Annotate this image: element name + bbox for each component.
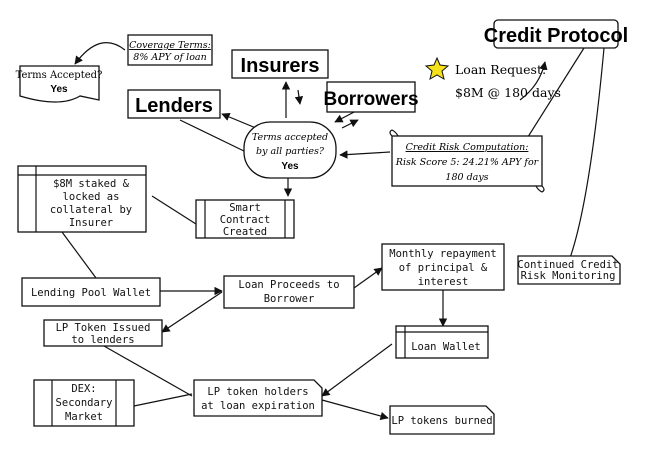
loan-wallet-node: Loan Wallet xyxy=(395,325,489,359)
connector-dex-to-holders xyxy=(133,393,193,407)
smart-contract-line1: Smart xyxy=(229,202,261,214)
repayment-line3: interest xyxy=(418,276,469,288)
lp-token-issued-node: LP Token Issued to lenders xyxy=(43,319,163,347)
terms-accepted-all-answer: Yes xyxy=(281,161,299,172)
lp-issued-line1: LP Token Issued xyxy=(56,322,151,334)
lending-pool-wallet-label: Lending Pool Wallet xyxy=(31,287,151,299)
connector-wallet-to-holders xyxy=(321,343,393,397)
lenders-node: Lenders xyxy=(127,89,221,119)
terms-accepted-lender-question: Terms Accepted? xyxy=(16,70,103,81)
connector-proceeds-to-lp-issued xyxy=(161,291,223,333)
lp-holders-line2: at loan expiration xyxy=(201,400,315,412)
credit-protocol-node: Credit Protocol xyxy=(484,19,628,49)
connector-staked-to-pool xyxy=(61,231,97,279)
connector-risk-to-terms xyxy=(339,150,391,159)
dex-line3: Market xyxy=(65,411,103,423)
loan-request-amount: $8M @ 180 days xyxy=(455,85,561,100)
connector-coverage-to-terms-accepted xyxy=(74,42,126,65)
terms-accepted-lender-answer: Yes xyxy=(50,84,68,95)
dex-line2: Secondary xyxy=(56,397,113,409)
star-icon xyxy=(424,56,450,81)
terms-accepted-all-line2: by all parties? xyxy=(256,146,325,157)
borrowers-label: Borrowers xyxy=(323,89,418,110)
loan-wallet-label: Loan Wallet xyxy=(411,341,481,353)
smart-contract-node: Smart Contract Created xyxy=(195,199,295,239)
lenders-label: Lenders xyxy=(135,95,213,117)
smart-contract-line3: Created xyxy=(223,226,267,238)
staked-line3: collateral by xyxy=(50,204,132,216)
connector-lenders-to-terms xyxy=(179,119,247,153)
monitoring-line2: Risk Monitoring xyxy=(521,270,616,282)
repayment-line2: of principal & xyxy=(399,262,488,274)
coverage-terms-node: Coverage Terms: 8% APY of loan xyxy=(127,34,213,66)
terms-accepted-all-node: Terms accepted by all parties? Yes xyxy=(243,121,337,179)
credit-protocol-label: Credit Protocol xyxy=(484,25,628,47)
connector-terms-to-lenders xyxy=(221,112,257,129)
credit-risk-term: 180 days xyxy=(445,172,488,183)
connector-proceeds-to-repayment xyxy=(353,267,383,289)
lp-issued-line2: to lenders xyxy=(71,334,134,346)
lp-holders-line1: LP token holders xyxy=(207,386,308,398)
credit-risk-title: Credit Risk Computation: xyxy=(406,142,529,153)
staked-collateral-node: $8M staked & locked as collateral by Ins… xyxy=(17,165,147,233)
loan-request-node: Loan Request: $8M @ 180 days xyxy=(424,56,561,100)
credit-risk-node: Credit Risk Computation: Risk Score 5: 2… xyxy=(389,129,545,193)
insurers-label: Insurers xyxy=(241,55,320,77)
staked-line4: Insurer xyxy=(69,217,113,229)
monitoring-line1: Continued Credit xyxy=(517,259,618,271)
dex-line1: DEX: xyxy=(71,383,96,395)
connector-contract-to-staked xyxy=(151,195,197,225)
dex-node: DEX: Secondary Market xyxy=(33,379,135,427)
lp-burned-node: LP tokens burned xyxy=(389,405,495,435)
borrowers-node: Borrowers xyxy=(323,81,419,113)
staked-line1: $8M staked & xyxy=(53,178,130,190)
connector-holders-to-burned xyxy=(321,399,389,421)
credit-risk-score: Risk Score 5: 24.21% APY for xyxy=(395,157,540,168)
coverage-terms-title: Coverage Terms: xyxy=(129,40,211,51)
loan-proceeds-line1: Loan Proceeds to xyxy=(238,279,339,291)
terms-accepted-lender-node: Terms Accepted? Yes xyxy=(16,65,103,103)
terms-accepted-all-line1: Terms accepted xyxy=(252,132,328,143)
staked-line2: locked as xyxy=(63,191,120,203)
repayment-line1: Monthly repayment xyxy=(389,248,496,260)
smart-contract-line2: Contract xyxy=(220,214,271,226)
coverage-terms-value: 8% APY of loan xyxy=(133,52,206,63)
continued-monitoring-node: Continued Credit Risk Monitoring xyxy=(517,255,621,285)
connectors xyxy=(61,42,605,421)
monthly-repayment-node: Monthly repayment of principal & interes… xyxy=(381,243,505,291)
insurers-node: Insurers xyxy=(231,49,329,79)
loan-proceeds-node: Loan Proceeds to Borrower xyxy=(223,275,355,309)
connector-protocol-to-risk xyxy=(525,47,585,141)
lending-pool-wallet-node: Lending Pool Wallet xyxy=(21,277,161,307)
connector-terms-to-borrowers xyxy=(341,119,359,129)
loan-proceeds-line2: Borrower xyxy=(264,293,315,305)
connector-loan-request-arrow xyxy=(519,61,548,101)
connector-protocol-to-monitoring xyxy=(569,47,605,259)
lp-burned-label: LP tokens burned xyxy=(391,415,492,427)
loan-request-title: Loan Request: xyxy=(455,62,546,77)
connector-lp-issued-to-holders xyxy=(103,345,193,397)
lp-holders-node: LP token holders at loan expiration xyxy=(193,379,323,417)
connector-insurers-to-terms xyxy=(294,89,304,105)
